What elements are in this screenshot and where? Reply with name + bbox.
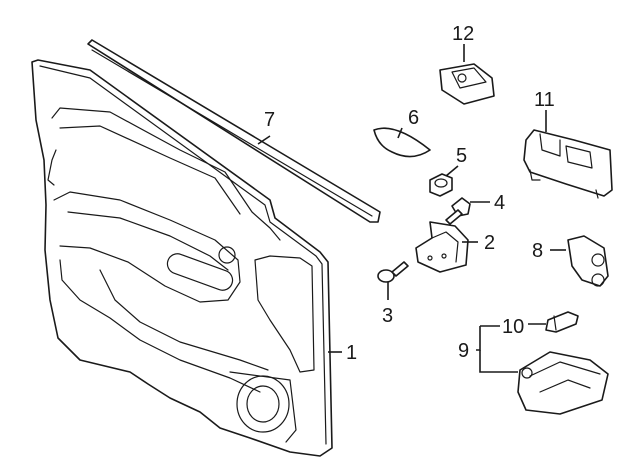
callout-4: 4 (494, 192, 505, 214)
bolt-part (445, 197, 471, 225)
callout-2: 2 (484, 232, 495, 254)
bulb-part (545, 311, 579, 333)
callout-5: 5 (456, 145, 467, 167)
leader-lines (257, 44, 566, 373)
belt-weatherstrip (87, 39, 381, 223)
cover-part (373, 127, 431, 158)
callout-11: 11 (534, 89, 555, 111)
callout-6: 6 (408, 107, 419, 129)
callout-12: 12 (452, 23, 474, 45)
switch-housing (523, 129, 613, 199)
callout-10: 10 (502, 316, 524, 338)
nut-part (429, 173, 453, 197)
lamp-assembly (517, 351, 609, 415)
clip-part (439, 63, 495, 105)
switch-part (567, 235, 609, 287)
callout-labels: 1 2 3 4 5 6 7 8 9 10 11 12 (264, 23, 555, 364)
callout-1: 1 (346, 342, 357, 364)
door-trim-panel (31, 59, 333, 457)
bracket-part (415, 221, 469, 273)
screw-part (377, 261, 409, 283)
callout-3: 3 (382, 305, 393, 327)
callout-8: 8 (532, 240, 543, 262)
callout-9: 9 (458, 340, 469, 362)
callout-7: 7 (264, 109, 275, 131)
